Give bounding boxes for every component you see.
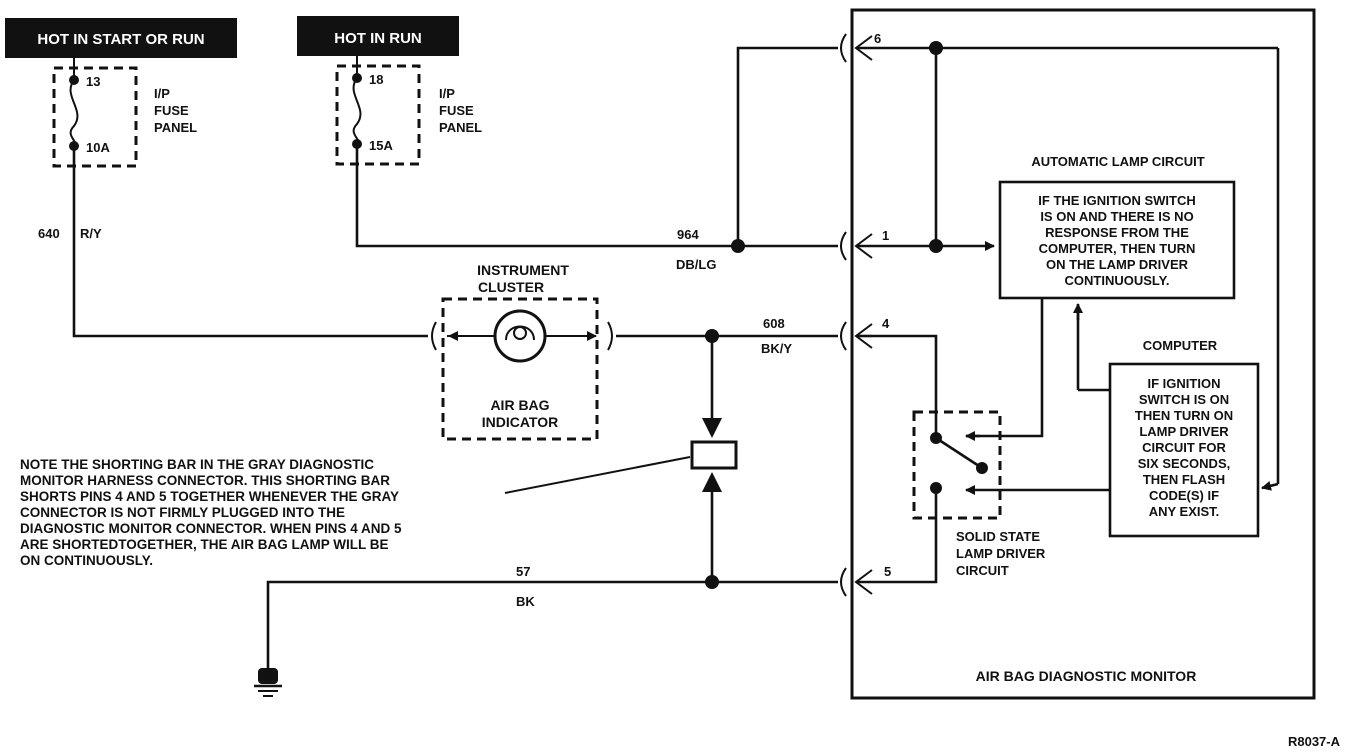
automatic-lamp-line-3: RESPONSE FROM THE: [1045, 225, 1189, 240]
computer-line-7: THEN FLASH: [1143, 472, 1225, 487]
lamp-driver-label-3: CIRCUIT: [956, 563, 1009, 578]
wire-57-color: BK: [516, 594, 535, 609]
wire-608-color: BK/Y: [761, 341, 792, 356]
fuse-right-label-2: FUSE: [439, 103, 474, 118]
automatic-lamp-line-2: IS ON AND THERE IS NO: [1040, 209, 1193, 224]
computer-line-3: THEN TURN ON: [1135, 408, 1233, 423]
header-left-label: HOT IN START OR RUN: [37, 31, 204, 48]
automatic-lamp-box: [998, 180, 1236, 300]
automatic-lamp-line-6: CONTINUOUSLY.: [1065, 273, 1170, 288]
computer-box: [1108, 362, 1260, 538]
note-line-3: SHORTS PINS 4 AND 5 TOGETHER WHENEVER TH…: [20, 489, 399, 504]
wire-57-number: 57: [516, 564, 530, 579]
fuse-left-pin-bottom: 10A: [86, 140, 110, 155]
note-line-4: CONNECTOR IS NOT FIRMLY PLUGGED INTO THE: [20, 505, 345, 520]
wire-57: 57 BK: [266, 564, 838, 668]
computer-line-5: CIRCUIT FOR: [1142, 440, 1226, 455]
fuse-right-label-1: I/P: [439, 86, 455, 101]
pin-5-label: 5: [884, 564, 891, 579]
fuse-left-pin-top: 13: [86, 74, 100, 89]
fuse-right-pin-top: 18: [369, 72, 383, 87]
monitor-title: AIR BAG DIAGNOSTIC MONITOR: [976, 668, 1197, 684]
computer-line-4: LAMP DRIVER: [1139, 424, 1229, 439]
ground-icon: [254, 668, 282, 697]
fuse-left-label-2: FUSE: [154, 103, 189, 118]
fuse-right-label-3: PANEL: [439, 120, 482, 135]
wire-608-number: 608: [763, 316, 785, 331]
air-bag-diagnostic-monitor: 6 1 4 5 AUTOMATIC LAMP CIRCUIT: [840, 8, 1316, 700]
header-right-label: HOT IN RUN: [334, 30, 422, 47]
pin-6-label: 6: [874, 31, 881, 46]
header-hot-in-start-or-run: HOT IN START OR RUN: [5, 18, 237, 58]
automatic-lamp-line-4: COMPUTER, THEN TURN: [1039, 241, 1196, 256]
fuse-right: 18 15A I/P FUSE PANEL: [335, 56, 482, 166]
computer-title: COMPUTER: [1143, 338, 1218, 353]
automatic-lamp-line-5: ON THE LAMP DRIVER: [1046, 257, 1189, 272]
air-bag-indicator-label-2: INDICATOR: [482, 414, 558, 430]
fuse-left-label-1: I/P: [154, 86, 170, 101]
note-line-2: MONITOR HARNESS CONNECTOR. THIS SHORTING…: [20, 473, 390, 488]
computer-line-8: CODE(S) IF: [1149, 488, 1219, 503]
shorting-bar-note: NOTE THE SHORTING BAR IN THE GRAY DIAGNO…: [20, 457, 402, 568]
header-hot-in-run: HOT IN RUN: [297, 16, 459, 56]
wire-640-color: R/Y: [80, 226, 102, 241]
fuse-left: 13 10A I/P FUSE PANEL: [52, 58, 197, 168]
note-line-6: ARE SHORTEDTOGETHER, THE AIR BAG LAMP WI…: [20, 537, 389, 552]
instrument-cluster-title-2: CLUSTER: [478, 279, 544, 295]
instrument-cluster-title-1: INSTRUMENT: [477, 262, 569, 278]
connector-pin-6: 6: [840, 31, 1278, 63]
computer-line-9: ANY EXIST.: [1149, 504, 1220, 519]
wire-964: 964 DB/LG: [355, 46, 838, 272]
wire-964-number: 964: [677, 227, 699, 242]
lamp-bulb-icon: [493, 309, 547, 363]
shorting-bar: [504, 440, 738, 582]
pin-4-label: 4: [882, 316, 890, 331]
automatic-lamp-title: AUTOMATIC LAMP CIRCUIT: [1031, 154, 1204, 169]
wire-608: 608 BK/Y: [616, 316, 838, 438]
computer-line-6: SIX SECONDS,: [1138, 456, 1230, 471]
figure-id: R8037-A: [1288, 734, 1341, 749]
wire-640-number: 640: [38, 226, 60, 241]
fuse-right-pin-bottom: 15A: [369, 138, 393, 153]
computer-line-1: IF IGNITION: [1148, 376, 1221, 391]
connector-pin-4: 4: [840, 316, 938, 438]
lamp-driver-label-1: SOLID STATE: [956, 529, 1040, 544]
automatic-lamp-line-1: IF THE IGNITION SWITCH: [1038, 193, 1195, 208]
note-line-1: NOTE THE SHORTING BAR IN THE GRAY DIAGNO…: [20, 457, 374, 472]
wire-640: 640 R/Y: [38, 146, 428, 338]
connector-pin-1: 1: [840, 228, 995, 261]
fuse-left-label-3: PANEL: [154, 120, 197, 135]
connector-pin-5: 5: [840, 488, 938, 597]
instrument-cluster: INSTRUMENT CLUSTER AIR BAG INDICATOR: [431, 262, 613, 441]
lamp-driver-label-2: LAMP DRIVER: [956, 546, 1046, 561]
note-line-7: ON CONTINUOUSLY.: [20, 553, 153, 568]
note-line-5: DIAGNOSTIC MONITOR CONNECTOR. WHEN PINS …: [20, 521, 402, 536]
computer-line-2: SWITCH IS ON: [1139, 392, 1229, 407]
pin-1-label: 1: [882, 228, 889, 243]
solid-state-lamp-driver: SOLID STATE LAMP DRIVER CIRCUIT: [912, 410, 1046, 578]
air-bag-indicator-label-1: AIR BAG: [490, 397, 549, 413]
wire-964-color: DB/LG: [676, 257, 716, 272]
